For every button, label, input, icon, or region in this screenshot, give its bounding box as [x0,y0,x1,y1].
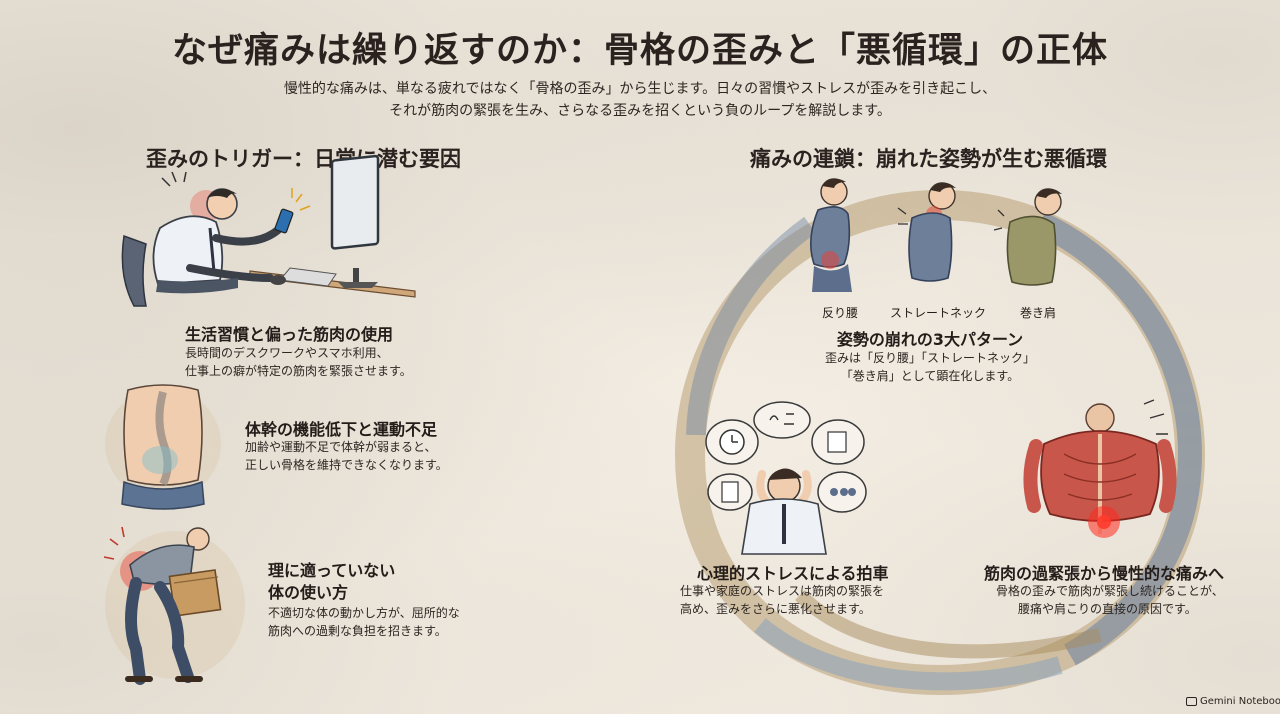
weak-core-torso-illustration [105,384,221,510]
trigger-body-use-title-1: 理に適っていない [268,561,396,580]
footer-brand-label: Gemini Notebook [1200,696,1280,707]
muscle-tension-desc-2: 腰痛や肩こりの直接の原因です。 [1018,602,1197,616]
trigger-core-desc-2: 正しい骨格を維持できなくなります。 [245,458,448,472]
straight-neck-posture-figure [897,182,956,282]
trigger-body-use-desc-2: 筋肉への過剰な負担を招きます。 [268,624,447,638]
notebook-logo-icon [1186,696,1197,706]
posture-patterns-title: 姿勢の崩れの3大パターン [836,330,1024,349]
page-title: なぜ痛みは繰り返すのか：骨格の歪みと「悪循環」の正体 [171,31,1108,71]
trigger-core-desc-1: 加齢や運動不足で体幹が弱まると、 [245,440,437,454]
vicious-cycle-loop [674,190,1206,696]
trigger-core-title: 体幹の機能低下と運動不足 [245,420,438,439]
stress-desc-2: 高め、歪みをさらに悪化させます。 [680,602,871,616]
posture-label-rounded-shoulders: 巻き肩 [1019,306,1056,320]
posture-patterns-desc-2: 「巻き肩」として顕在化します。 [840,369,1020,383]
desk-worker-illustration [121,154,416,307]
right-section-heading: 痛みの連鎖：崩れた姿勢が生む悪循環 [750,147,1107,171]
rounded-shoulders-posture-figure [993,188,1062,286]
posture-label-sway-back: 反り腰 [821,306,858,320]
muscle-tension-desc-1: 骨格の歪みで筋肉が緊張し続けることが、 [996,584,1224,598]
trigger-lifestyle-desc-2: 仕事上の癖が特定の筋肉を緊張させます。 [185,364,412,378]
trigger-body-use-title-2: 体の使い方 [268,583,349,602]
footer-brand: Gemini Notebook [1186,696,1280,707]
subtitle-line-2: それが筋肉の緊張を生み、さらなる歪みを招くという負のループを解説します。 [389,103,891,119]
left-section-heading: 歪みのトリガー：日常に潜む要因 [146,147,461,171]
muscle-tension-title: 筋肉の過緊張から慢性的な痛みへ [984,564,1225,583]
lifting-box-illustration [103,526,245,685]
stress-person-illustration [705,401,867,555]
trigger-lifestyle-title: 生活習慣と偏った筋肉の使用 [185,325,394,344]
trigger-lifestyle-desc-1: 長時間のデスクワークやスマホ利用、 [185,346,389,360]
posture-label-straight-neck: ストレートネック [889,306,986,320]
stress-desc-1: 仕事や家庭のストレスは筋肉の緊張を [680,584,885,598]
trigger-body-use-desc-1: 不適切な体の動かし方が、屈所的な [268,606,460,620]
sway-back-posture-figure [810,178,852,292]
stress-title: 心理的ストレスによる拍車 [697,564,889,583]
muscle-back-illustration [1023,399,1177,538]
posture-patterns-desc-1: 歪みは「反り腰」「ストレートネック」 [824,351,1035,365]
subtitle-line-1: 慢性的な痛みは、単なる疲れではなく「骨格の歪み」から生じます。日々の習慣やストレ… [283,81,997,97]
